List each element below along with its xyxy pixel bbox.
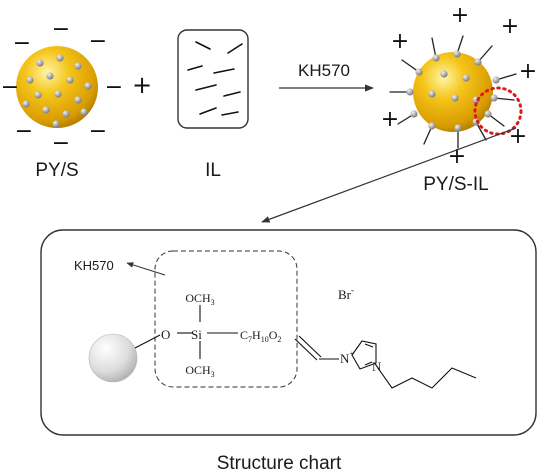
il-label: IL xyxy=(205,160,221,181)
linker-formula: C7H10O2 xyxy=(240,328,281,344)
callout-circle xyxy=(473,86,523,136)
py-s-particle xyxy=(16,46,98,128)
py-s-il-label: PY/S-IL xyxy=(423,174,488,195)
plus-sign: + xyxy=(451,3,469,28)
plus-sign: + xyxy=(509,124,527,149)
structure-box xyxy=(40,229,537,436)
minus-sign: − xyxy=(105,75,123,100)
chem-labels: O Si OCH3 OCH3 C7H10O2 Br- N+ N xyxy=(161,285,382,379)
kh570-tag: KH570 xyxy=(74,258,114,273)
plus-sign: + xyxy=(501,14,519,39)
py-s-il-particle xyxy=(389,35,523,149)
minus-sign: − xyxy=(89,119,107,144)
bridge-oxygen: O xyxy=(161,327,170,342)
silicon-atom: Si xyxy=(191,327,202,342)
ring-nitrogen: N xyxy=(372,359,382,374)
kh570-pointer xyxy=(126,262,166,276)
minus-sign: − xyxy=(1,75,19,100)
surface-sites xyxy=(406,50,500,132)
bromide-counterion: Br- xyxy=(338,285,354,302)
minus-sign: − xyxy=(89,29,107,54)
zoom-arrow xyxy=(261,127,517,223)
il-box xyxy=(177,29,249,129)
reagent-label: KH570 xyxy=(298,61,350,80)
il-molecules xyxy=(187,41,243,116)
minus-sign: − xyxy=(52,17,70,42)
negative-charges: − − − − − − − − xyxy=(1,17,123,156)
silica-ball xyxy=(88,333,138,383)
minus-sign: − xyxy=(13,31,31,56)
plus-sign: + xyxy=(519,59,537,84)
silane-box xyxy=(154,250,298,388)
positive-charges: + + + + + + + xyxy=(381,3,537,169)
surface-sites xyxy=(22,54,92,128)
methoxy-top: OCH3 xyxy=(185,291,214,307)
plus-sign: + xyxy=(391,29,409,54)
plus-sign: + xyxy=(448,144,466,169)
cationic-nitrogen: N+ xyxy=(340,349,354,366)
plus-operator: + xyxy=(132,71,152,99)
plus-sign: + xyxy=(381,107,399,132)
minus-sign: − xyxy=(52,131,70,156)
structure-caption: Structure chart xyxy=(217,453,342,474)
py-s-label: PY/S xyxy=(35,160,78,181)
methoxy-bottom: OCH3 xyxy=(185,363,214,379)
minus-sign: − xyxy=(15,119,33,144)
bonds xyxy=(134,305,477,389)
